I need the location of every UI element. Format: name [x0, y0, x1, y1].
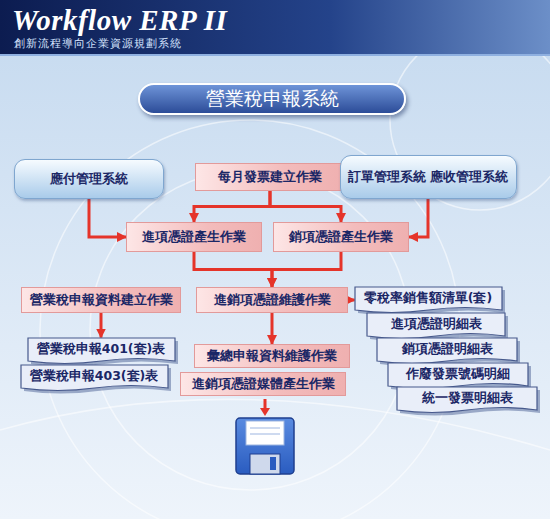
report-document: 進項憑證明細表 [367, 313, 505, 340]
flow-arrow [409, 199, 428, 237]
document-body [397, 387, 537, 413]
node-text: 銷項憑證產生作業 [289, 230, 393, 245]
output-arrow [260, 399, 270, 416]
node-text: 進項憑證明細表 [391, 317, 482, 331]
document-body [367, 313, 505, 339]
document-body [388, 363, 528, 389]
system-box: 訂單管理系統 應收管理系統 [340, 155, 517, 199]
node-text: 營業稅申報401(套)表 [37, 342, 166, 356]
flow-arrow [271, 313, 274, 344]
floppy-disk-icon [236, 418, 294, 474]
document-body [28, 338, 175, 364]
process-box: 銷項憑證產生作業 [273, 222, 409, 252]
document-body [377, 338, 517, 364]
flow-arrow [100, 313, 103, 338]
process-box: 營業稅申報資料建立作業 [21, 287, 181, 313]
node-text: 進項憑證產生作業 [142, 230, 246, 245]
flow-arrow [89, 199, 126, 237]
header-rule [0, 54, 550, 56]
node-text: 訂單管理系統 應收管理系統 [348, 170, 509, 185]
node-text: 營業稅申報資料建立作業 [30, 293, 173, 308]
report-document: 作廢發票號碼明細 [388, 363, 528, 390]
header-band [0, 0, 550, 54]
decor-circles [0, 30, 550, 519]
process-box: 每月發票建立作業 [195, 163, 345, 191]
flow-arrow [194, 252, 272, 287]
process-box: 進項憑證產生作業 [126, 222, 262, 252]
document-body [21, 365, 168, 391]
process-box: 進銷項憑證媒體產生作業 [180, 372, 346, 396]
flow-arrow [194, 191, 270, 222]
process-box: 進銷項憑證維護作業 [196, 287, 348, 313]
flow-arrow [272, 252, 341, 287]
process-box: 彙總申報資料維護作業 [194, 344, 350, 368]
node-text: 彙總申報資料維護作業 [207, 349, 337, 364]
node-text: 每月發票建立作業 [218, 170, 322, 185]
node-text: 銷項憑證明細表 [402, 342, 493, 356]
report-document: 銷項憑證明細表 [377, 338, 517, 365]
node-text: 進銷項憑證媒體產生作業 [192, 377, 335, 392]
title-banner: 營業稅申報系統 [138, 83, 406, 115]
node-text: 進銷項憑證維護作業 [214, 293, 331, 308]
node-text: 統一發票明細表 [422, 391, 513, 405]
node-text: 營業稅申報403(套)表 [30, 369, 159, 383]
logo-text: Workflow ERP II [12, 4, 227, 37]
node-text: 應付管理系統 [50, 172, 128, 187]
node-text: 作廢發票號碼明細 [406, 367, 510, 381]
flow-arrow [348, 299, 355, 302]
subtitle-text: 創新流程導向企業資源規劃系統 [14, 36, 182, 51]
report-document: 營業稅申報401(套)表 [28, 338, 175, 365]
system-box: 應付管理系統 [14, 159, 164, 199]
report-document: 零稅率銷售額清單(套) [355, 287, 502, 314]
report-document: 統一發票明細表 [397, 387, 537, 414]
document-body [355, 287, 502, 313]
node-text: 零稅率銷售額清單(套) [364, 291, 492, 305]
report-document: 營業稅申報403(套)表 [21, 365, 168, 392]
flow-arrow [270, 191, 341, 222]
